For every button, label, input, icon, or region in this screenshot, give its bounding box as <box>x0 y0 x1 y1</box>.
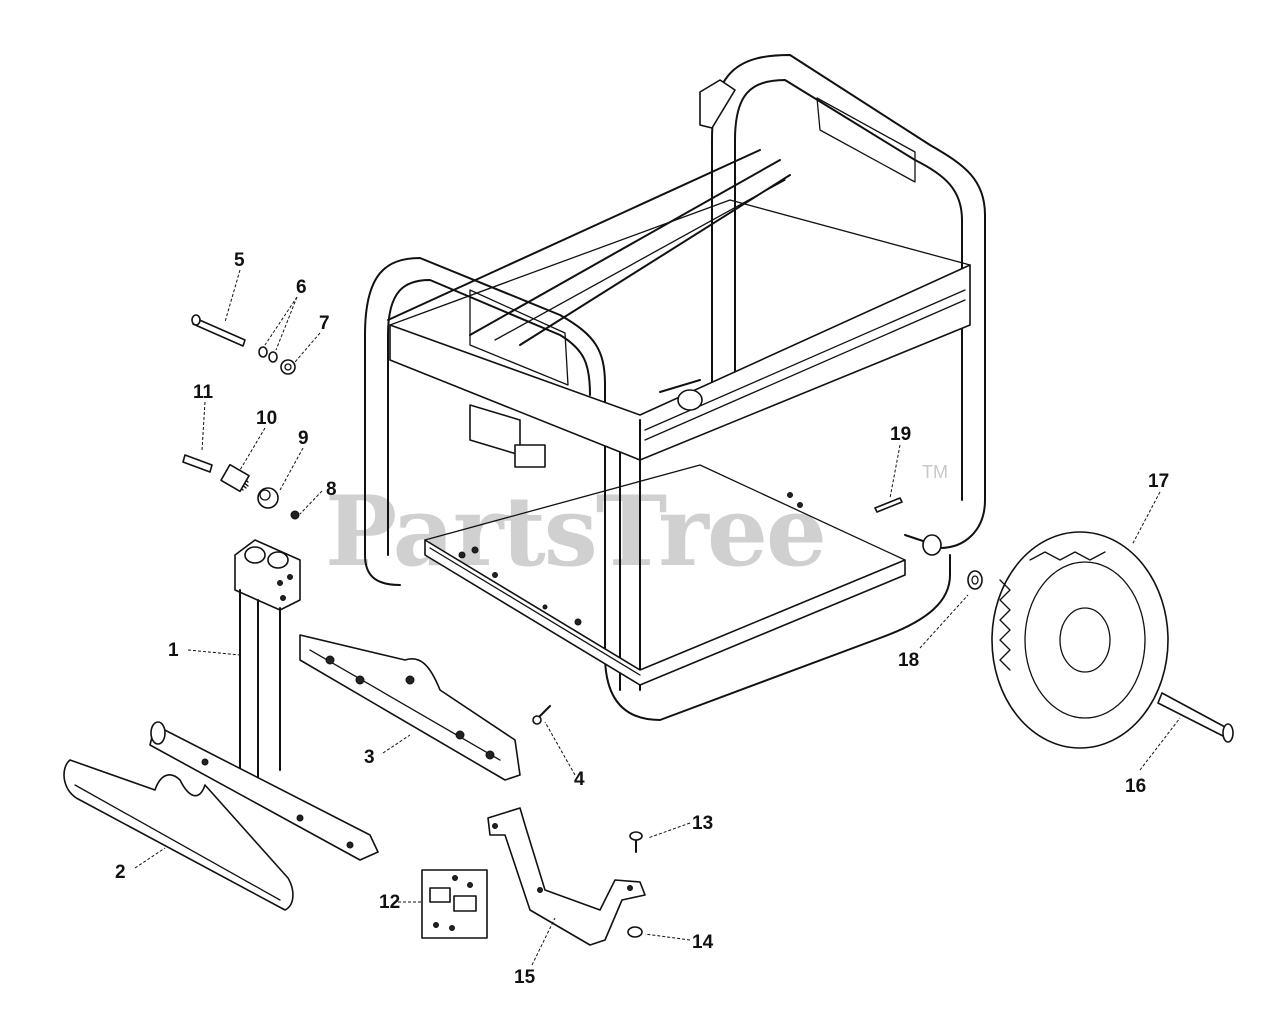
callout-4: 4 <box>574 769 585 790</box>
callout-3: 3 <box>364 747 375 768</box>
callout-10: 10 <box>256 408 277 429</box>
rubber-foot <box>63 759 294 911</box>
small-hardware <box>182 314 551 725</box>
watermark-trademark: TM <box>922 462 948 482</box>
watermark-text: PartsTree <box>325 475 825 588</box>
callout-16: 16 <box>1125 776 1146 797</box>
callout-14: 14 <box>692 932 714 953</box>
callout-13: 13 <box>692 813 713 834</box>
callout-18: 18 <box>898 650 919 671</box>
support-bracket <box>487 807 646 946</box>
callout-9: 9 <box>298 428 309 449</box>
callout-11: 11 <box>193 382 214 403</box>
callout-2: 2 <box>115 862 126 883</box>
callout-1: 1 <box>168 640 179 661</box>
watermark: PartsTree TM <box>325 462 948 588</box>
callout-19: 19 <box>890 424 911 445</box>
mounting-kit <box>421 869 488 939</box>
callout-12: 12 <box>379 892 400 913</box>
callout-5: 5 <box>234 250 245 271</box>
washer <box>967 570 983 590</box>
callout-6: 6 <box>296 277 307 298</box>
callout-15: 15 <box>514 967 536 988</box>
callout-labels: 1 2 3 4 5 6 7 8 9 10 11 12 13 14 15 16 1… <box>115 250 1169 988</box>
callout-7: 7 <box>319 313 330 334</box>
callout-17: 17 <box>1148 471 1169 492</box>
callout-8: 8 <box>326 479 337 500</box>
leg-assembly <box>149 539 379 861</box>
leader-lines <box>134 269 1181 966</box>
hitch-pin <box>874 497 903 513</box>
wheel <box>991 531 1234 749</box>
frame <box>364 54 986 721</box>
handle-bar <box>299 634 521 781</box>
